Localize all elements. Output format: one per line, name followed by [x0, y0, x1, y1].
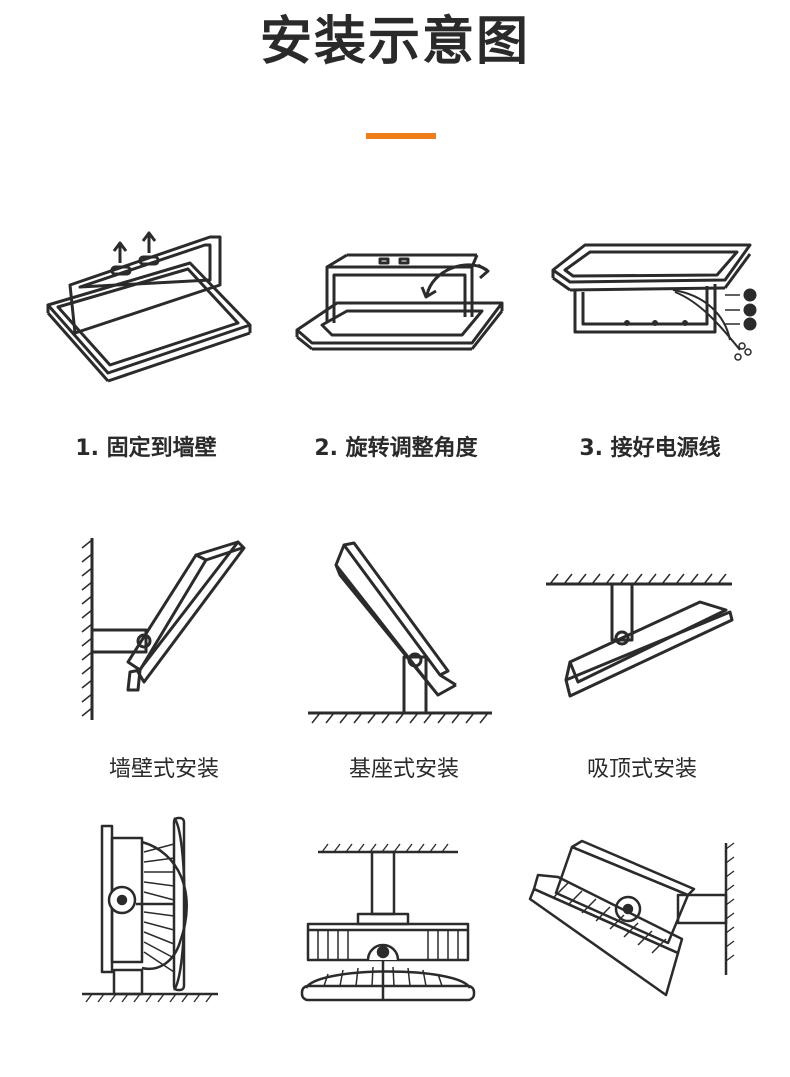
accent-bar: [366, 133, 436, 139]
ceiling-mount-label: 吸顶式安装: [586, 757, 697, 782]
step-1-label: 1. 固定到墙壁: [75, 436, 217, 461]
wall-mount-label: 墙壁式安装: [108, 757, 219, 782]
page-title: 安装示意图: [259, 12, 530, 72]
angled-wall-lamp-icon: [528, 835, 738, 1010]
rotate-angle-icon: [292, 245, 512, 355]
ceiling-mount-icon: [540, 570, 735, 700]
pendant-ceiling-lamp-icon: [298, 840, 478, 1010]
power-cable-icon: [545, 240, 760, 370]
wall-mount-icon: [78, 530, 248, 725]
base-mount-label: 基座式安装: [348, 757, 459, 782]
step-2-label: 2. 旋转调整角度: [314, 436, 478, 461]
side-wall-lamp-icon: [78, 812, 223, 1007]
step-3-label: 3. 接好电源线: [579, 436, 721, 461]
wall-fix-icon: [40, 225, 255, 385]
base-mount-icon: [300, 535, 495, 725]
